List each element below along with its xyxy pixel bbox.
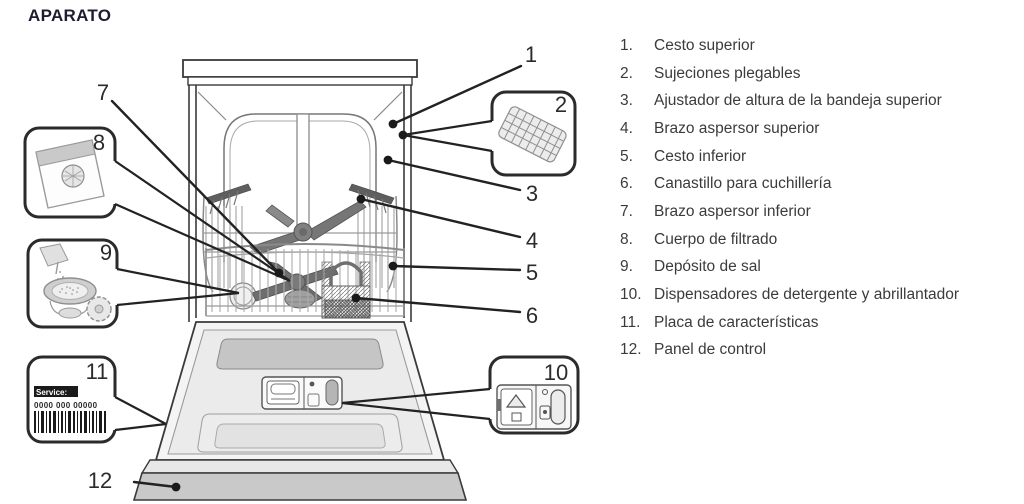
legend-item-label: Cuerpo de filtrado [654,230,778,248]
inset-box-11: Service: 0000 000 00000 11 [26,355,167,444]
salt-reservoir-illustration [39,243,112,322]
legend-item-label: Cesto inferior [654,147,747,165]
inset-box-2: 2 [398,90,577,177]
legend-item-10: 10. Dispensadores de detergente y abrilla… [620,281,1020,309]
fold-shelf-left [205,183,252,215]
leader-dots [171,119,398,492]
service-number: 0000 000 00000 [34,401,98,410]
worktop [182,59,418,86]
water-feed-tube [296,113,310,237]
callout-3-label: 3 [526,181,538,206]
legend-item-5: 5. Cesto inferior [620,143,1020,171]
legend-item-6: 6. Canastillo para cuchillería [620,170,1020,198]
legend-item-label: Cesto superior [654,36,755,54]
legend-item-1: 1. Cesto superior [620,32,1020,60]
legend-item-label: Ajustador de altura de la bandeja superi… [654,92,942,110]
inset-box-10: 10 [341,355,580,435]
callout-12-label: 12 [88,468,112,493]
legend-item-number: 2. [620,64,633,82]
dispenser-illustration [496,384,572,430]
legend-item-label: Panel de control [654,341,767,359]
legend-item-number: 10. [620,286,642,304]
page-title: APARATO [28,6,112,25]
legend-item-number: 1. [620,36,633,54]
callout-2-label: 2 [555,92,567,117]
legend-item-label: Dispensadores de detergente y abrillanta… [654,286,960,304]
legend-item-number: 3. [620,92,633,110]
callout-4-label: 4 [526,228,538,253]
rating-plate-illustration: Service: 0000 000 00000 [34,386,106,433]
legend-item-3: 3. Ajustador de altura de la bandeja supe… [620,87,1020,115]
upper-spray-arm [249,200,367,255]
parts-legend: 1.Cesto superior 2.Sujeciones plegables … [620,32,1020,364]
foldable-rack-illustration [498,106,567,163]
callout-10-label: 10 [544,360,568,385]
plinth-base [132,459,468,501]
legend-item-11: 11. Placa de características [620,309,1020,337]
legend-item-label: Depósito de sal [654,258,761,276]
inset-box-8: 8 [23,126,291,283]
legend-item-8: 8. Cuerpo de filtrado [620,226,1020,254]
appliance-diagram: 2 8 [23,42,580,501]
door-inner-window [216,338,384,370]
filter-body-illustration [35,139,105,209]
barcode [34,411,106,433]
callout-5-label: 5 [526,260,538,285]
legend-item-9: 9. Depósito de sal [620,254,1020,282]
inset-box-9: 9 [26,238,240,329]
legend-item-label: Brazo aspersor inferior [654,202,811,220]
legend-item-number: 8. [620,230,633,248]
legend-item-2: 2. Sujeciones plegables [620,60,1020,88]
open-door [154,321,446,461]
legend-item-label: Placa de características [654,313,819,331]
service-label: Service: [36,388,67,397]
callout-6-label: 6 [526,303,538,328]
door-dispenser [261,376,343,410]
callout-1-label: 1 [525,42,537,67]
legend-item-number: 7. [620,202,633,220]
legend-item-number: 4. [620,119,633,137]
leader-lines [110,64,523,489]
cutlery-basket [321,261,371,319]
legend-item-label: Canastillo para cuchillería [654,175,832,193]
callout-7-label: 7 [97,80,109,105]
legend-item-4: 4. Brazo aspersor superior [620,115,1020,143]
legend-item-number: 6. [620,175,633,193]
legend-item-12: 12. Panel de control [620,337,1020,365]
callout-11-label: 11 [86,359,109,384]
dishwasher-illustration [132,59,468,501]
legend-item-number: 12. [620,341,642,359]
legend-item-number: 11. [620,313,641,331]
callout-9-label: 9 [100,240,112,265]
callout-8-label: 8 [93,130,105,155]
legend-item-number: 5. [620,147,633,165]
legend-item-label: Sujeciones plegables [654,64,801,82]
cabinet-sides [188,85,412,322]
legend-item-7: 7. Brazo aspersor inferior [620,198,1020,226]
legend-item-number: 9. [620,258,633,276]
legend-item-label: Brazo aspersor superior [654,119,820,137]
